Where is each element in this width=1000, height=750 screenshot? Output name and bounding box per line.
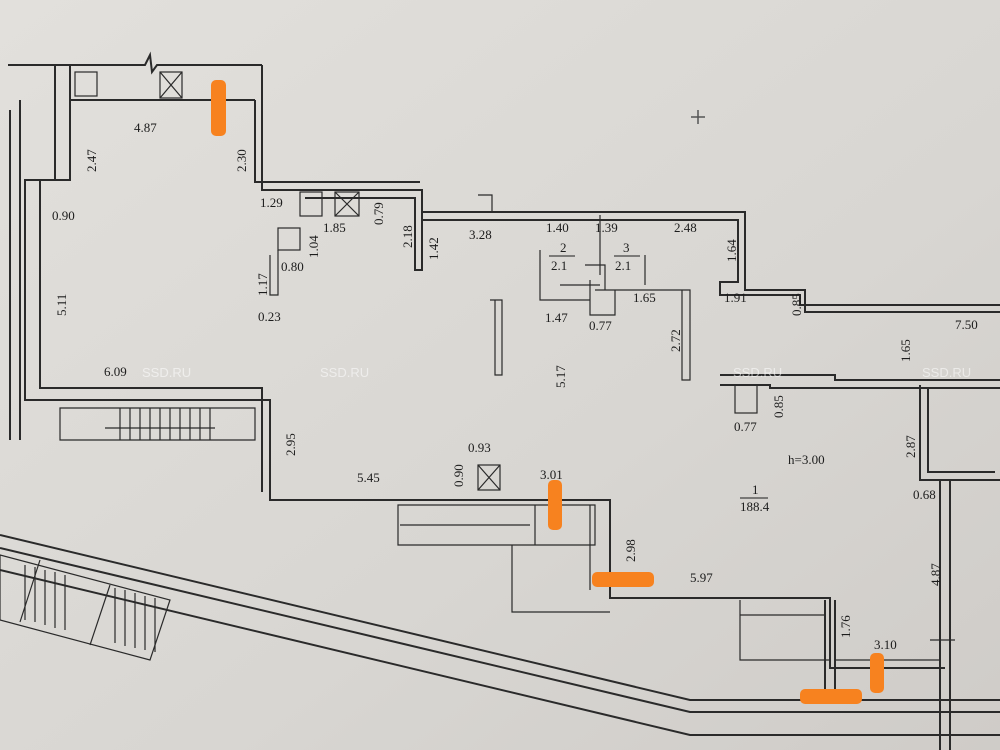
dimension-label: 3.10 [874,637,897,652]
watermark: SSD.RU [142,365,191,380]
dimension-label: 0.93 [468,440,491,455]
dimension-label: 2.48 [674,220,697,235]
dimension-label: 2.98 [623,539,638,562]
dimension-label: 1.42 [426,237,441,260]
dimension-label: 1.04 [306,235,321,258]
dimension-label: 0.80 [281,259,304,274]
dimension-label: 2.47 [84,149,99,172]
dimension-label: 2.87 [903,435,918,458]
dimension-label: 5.11 [54,294,69,316]
room-number: 3 [623,240,630,255]
dimension-label: 5.17 [553,365,568,388]
dimension-label: 1.65 [633,290,656,305]
dimension-label: 1.29 [260,195,283,210]
watermark: SSD.RU [733,365,782,380]
watermark: SSD.RU [320,365,369,380]
room-area: 2.1 [551,258,567,273]
dimension-label: 0.23 [258,309,281,324]
room-area: 2.1 [615,258,631,273]
orange-marker [800,689,862,704]
dimension-label: 5.97 [690,570,713,585]
dimension-label: 0.77 [734,419,757,434]
dimension-label: 1.39 [595,220,618,235]
dimension-label: 0.85 [789,293,804,316]
dimension-label: 1.91 [724,290,747,305]
watermark: SSD.RU [922,365,971,380]
dimension-label: 1.65 [898,339,913,362]
dimension-labels: 4.87 2.47 2.30 0.90 5.11 1.29 1.85 0.79 … [52,120,978,652]
room-number: 1 [752,482,759,497]
room-area: 188.4 [740,499,770,514]
dimension-label: 0.77 [589,318,612,333]
highlight-markers [211,80,884,704]
dimension-label: 1.85 [323,220,346,235]
ceiling-height: h=3.00 [788,452,825,467]
dimension-label: 4.87 [134,120,157,135]
room-number: 2 [560,240,567,255]
dimension-label: 0.90 [52,208,75,223]
dimension-label: 0.68 [913,487,936,502]
orange-marker [870,653,884,693]
dimension-label: 3.28 [469,227,492,242]
dimension-label: 0.85 [771,395,786,418]
dimension-label: 6.09 [104,364,127,379]
dimension-label: 7.50 [955,317,978,332]
dimension-label: 1.47 [545,310,568,325]
dimension-label: 1.64 [724,239,739,262]
dimension-label: 4.87 [928,563,943,586]
dimension-label: 0.90 [451,464,466,487]
orange-marker [592,572,654,587]
dimension-label: 1.76 [838,615,853,638]
room-labels: 2 2.1 3 2.1 h=3.00 1 188.4 [549,240,825,514]
orange-marker [211,80,226,136]
orange-marker [548,480,562,530]
dimension-label: 3.01 [540,467,563,482]
dimension-label: 2.72 [668,329,683,352]
watermarks: SSD.RU SSD.RU SSD.RU SSD.RU [142,365,971,380]
dimension-label: 2.95 [283,433,298,456]
dimension-label: 1.17 [255,273,270,296]
walls [0,51,1000,750]
dimension-label: 1.40 [546,220,569,235]
dimension-label: 2.18 [400,225,415,248]
dimension-label: 2.30 [234,149,249,172]
dimension-label: 5.45 [357,470,380,485]
dimension-label: 0.79 [371,202,386,225]
crosshair-cursor-icon [691,110,705,124]
